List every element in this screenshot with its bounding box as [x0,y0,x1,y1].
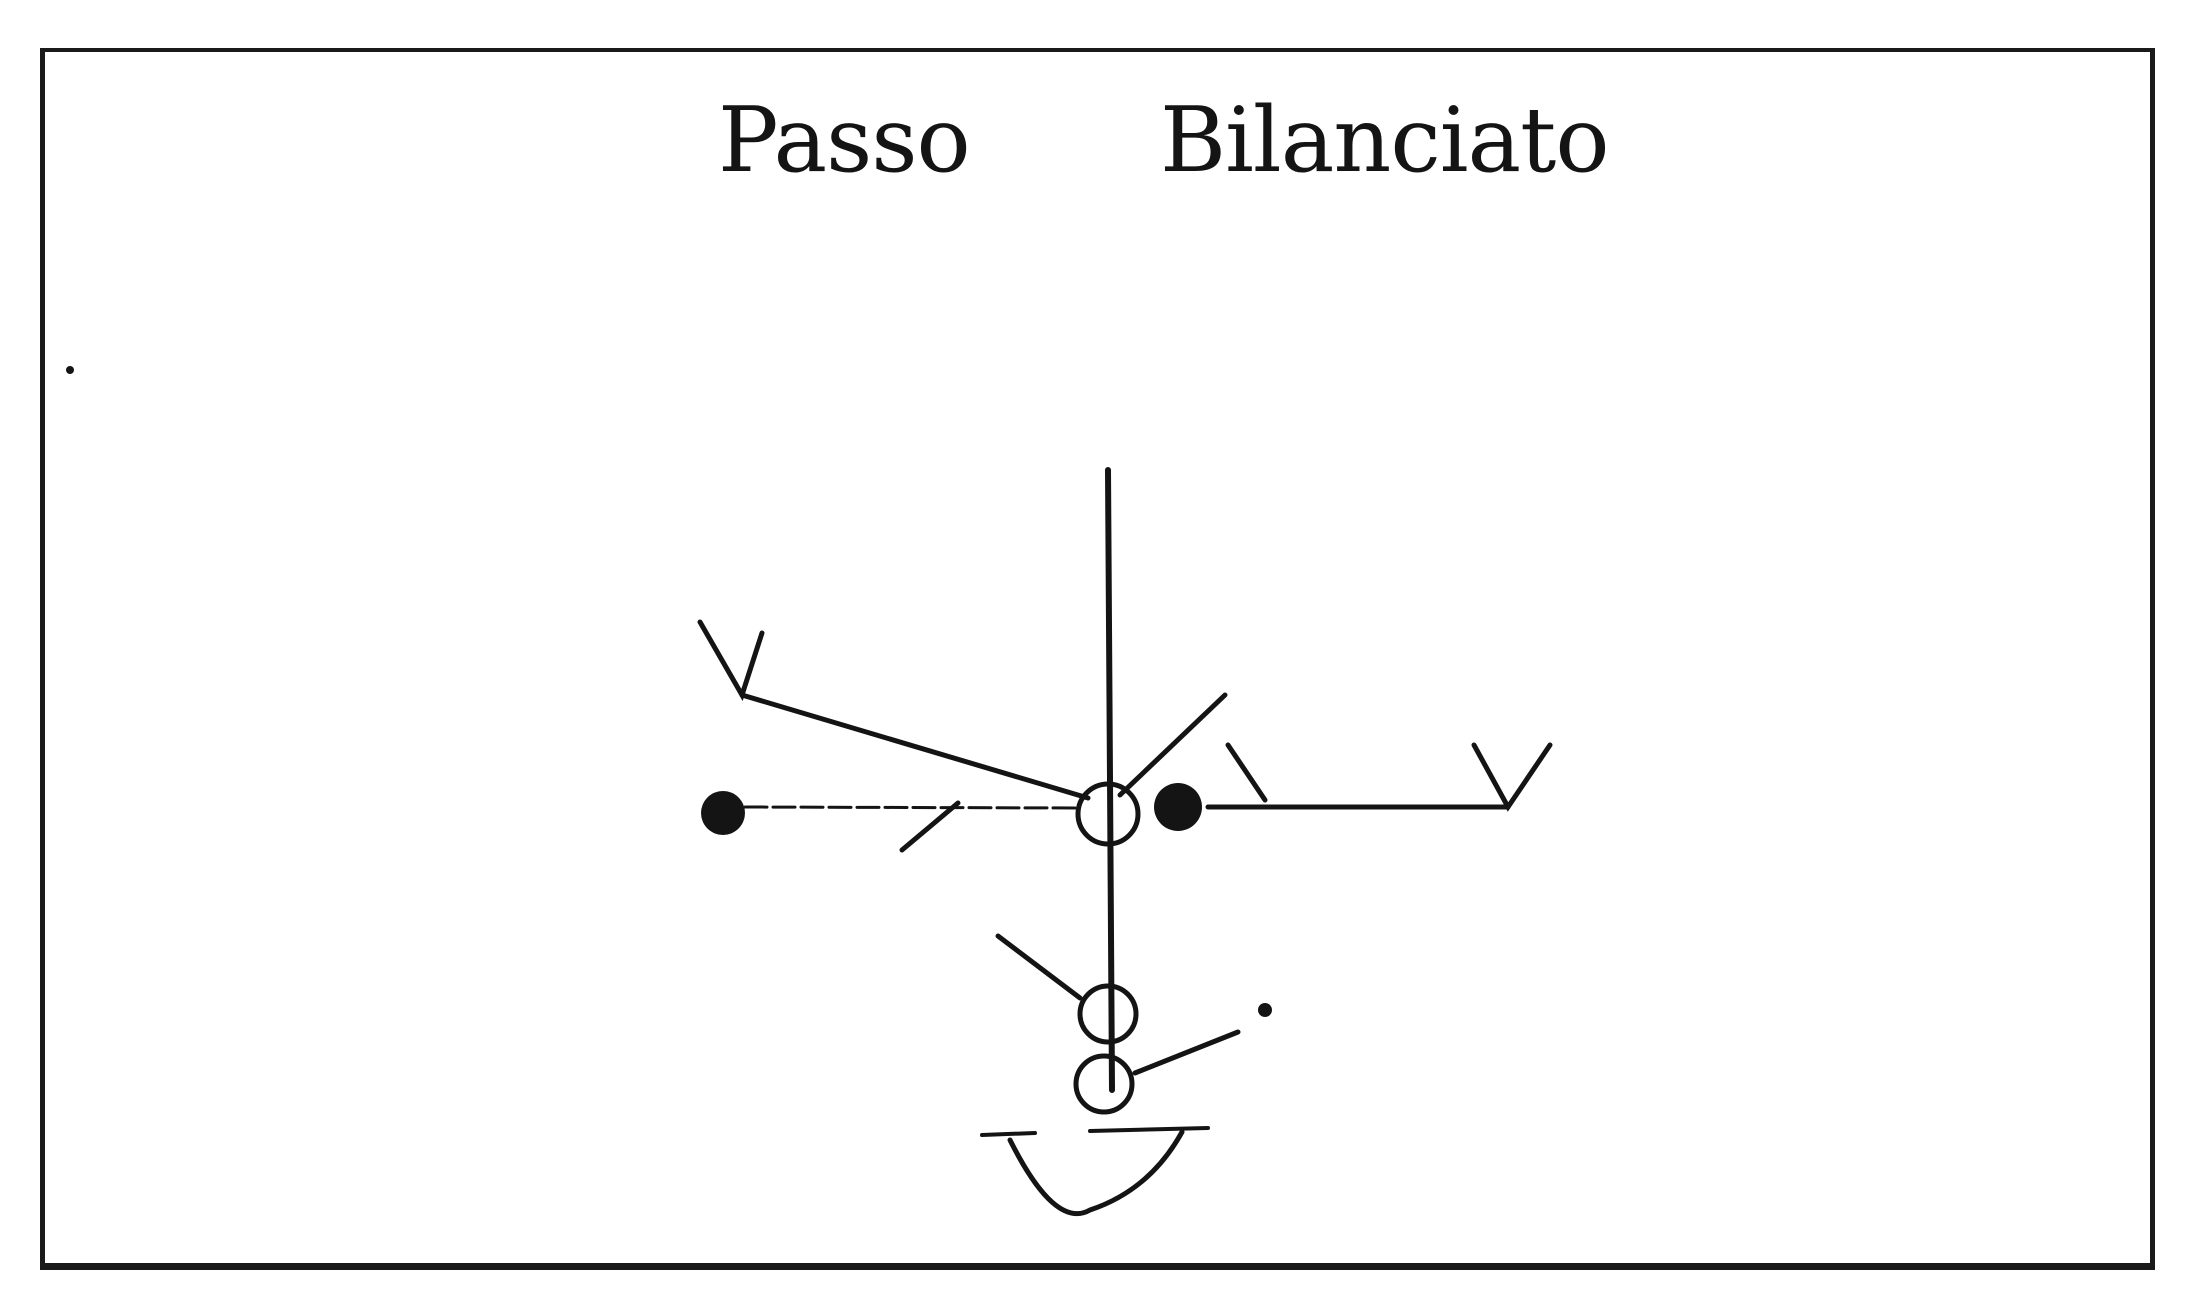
right-v-mark [1471,742,1553,812]
small-dot [1258,1003,1272,1017]
upper-right-diagonal [1117,692,1228,798]
title-word-bilanciato: Bilanciato [1160,88,1610,193]
left-v-mark [697,619,765,702]
right-filled-dot [1154,783,1202,831]
title-word-passo: Passo [718,88,971,193]
diagram-frame [40,48,2155,1270]
base-line-right [1088,1126,1210,1133]
base-line-left [980,1131,1037,1137]
right-angle-tick [1225,742,1268,803]
lower-circle-upper [1077,983,1139,1045]
base-arc [1007,1129,1185,1217]
left-dashed-track [743,805,1077,810]
lower-circle-lower [1073,1053,1135,1115]
left-track-tick [899,800,961,853]
lower-left-diagonal [995,933,1083,1001]
left-filled-dot [701,791,745,835]
centre-circle [1075,781,1141,847]
margin-speck [66,366,74,374]
lower-right-diagonal [1132,1029,1241,1076]
left-diagonal-line [739,692,1091,801]
central-axis-line [1105,467,1115,1093]
